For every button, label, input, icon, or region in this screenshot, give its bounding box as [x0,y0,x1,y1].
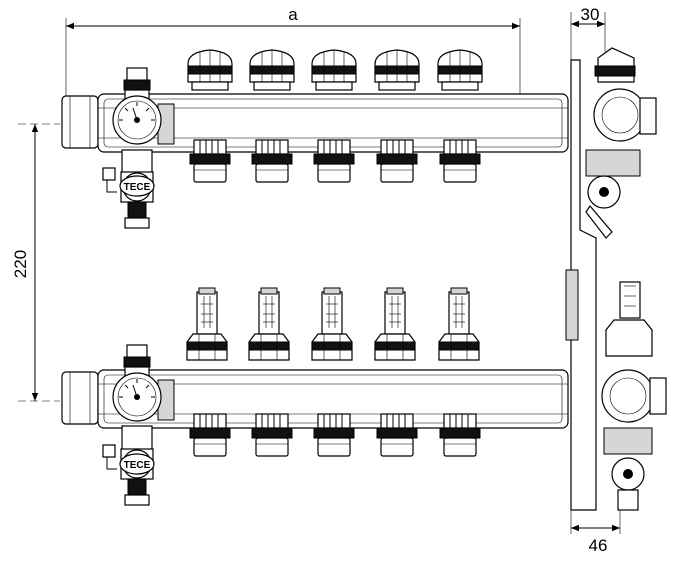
dimension-46-label: 46 [589,536,608,555]
brand-label-bottom: TECE [124,460,151,471]
bottom-manifold: TECE [61,287,569,506]
dimension-220-label: 220 [11,250,30,278]
dimension-a-label: a [288,5,298,24]
brand-label-top: TECE [124,182,151,193]
dimension-a: a [65,5,521,100]
side-view: 30 46 [565,5,667,555]
dimension-30-label: 30 [581,5,600,24]
top-manifold: TECE [61,49,569,229]
dimension-220: 220 [11,123,60,402]
